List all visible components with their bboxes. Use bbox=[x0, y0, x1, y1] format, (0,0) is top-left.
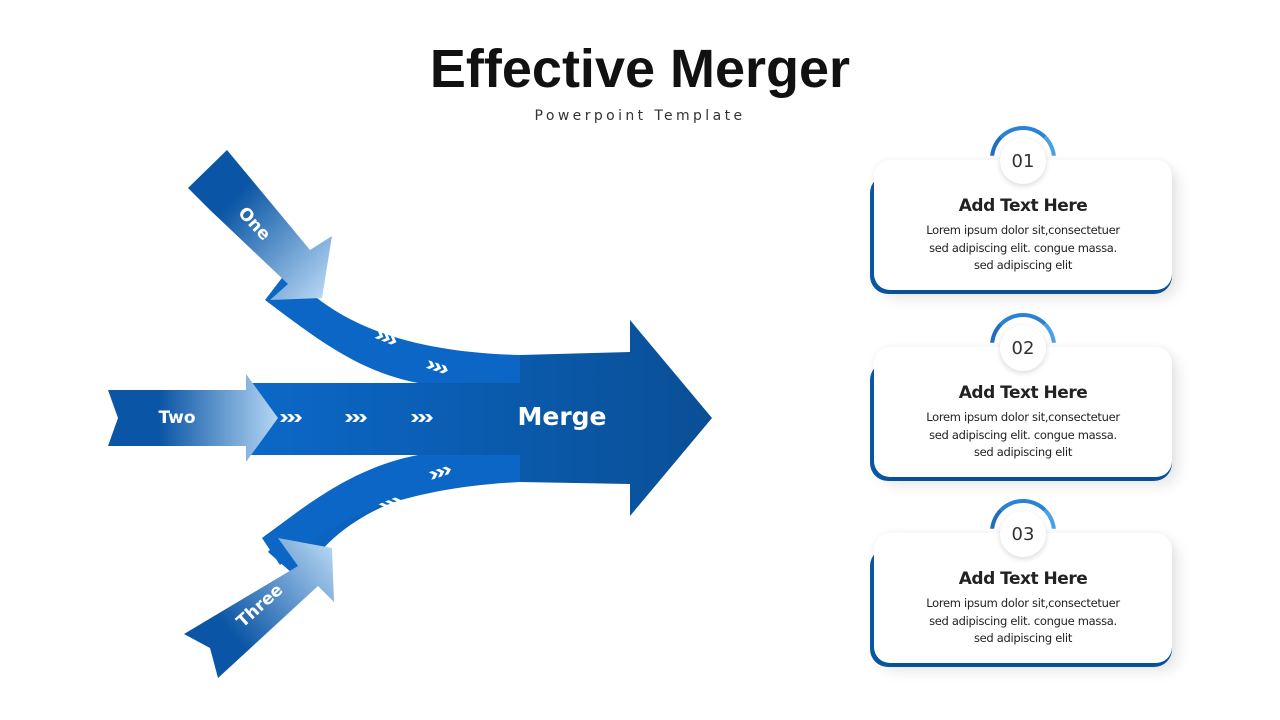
card-line: sed adipiscing elit. congue massa. bbox=[929, 427, 1117, 442]
card-number-badge: 02 bbox=[1000, 325, 1046, 371]
info-card-3: 03 Add Text Here Lorem ipsum dolor sit,c… bbox=[870, 499, 1172, 667]
input-arrow-one: One bbox=[188, 150, 332, 300]
info-card-2: 02 Add Text Here Lorem ipsum dolor sit,c… bbox=[870, 313, 1172, 481]
card-title: Add Text Here bbox=[958, 196, 1088, 216]
page-title: Effective Merger bbox=[429, 39, 851, 99]
card-line: sed adipiscing elit bbox=[973, 445, 1073, 459]
card-title: Add Text Here bbox=[958, 383, 1088, 403]
input-arrow-two-label: Two bbox=[158, 408, 195, 428]
input-arrow-three: Three bbox=[184, 538, 334, 678]
card-line: Lorem ipsum dolor sit,consectetuer bbox=[926, 596, 1120, 610]
card-description: Lorem ipsum dolor sit,consectetuer sed a… bbox=[874, 409, 1172, 462]
card-description: Lorem ipsum dolor sit,consectetuer sed a… bbox=[874, 595, 1172, 648]
card-line: sed adipiscing elit. congue massa. bbox=[929, 613, 1117, 628]
card-title: Add Text Here bbox=[958, 569, 1088, 589]
stream-one bbox=[265, 270, 520, 383]
stream-three bbox=[262, 455, 520, 565]
card-line: Lorem ipsum dolor sit,consectetuer bbox=[926, 223, 1120, 237]
merge-label: Merge bbox=[517, 402, 606, 431]
card-line: sed adipiscing elit bbox=[973, 631, 1073, 645]
card-number-badge: 01 bbox=[1000, 138, 1046, 184]
card-description: Lorem ipsum dolor sit,consectetuer sed a… bbox=[874, 222, 1172, 275]
input-arrow-two: Two bbox=[108, 374, 278, 462]
card-line: sed adipiscing elit bbox=[973, 258, 1073, 272]
card-number-badge: 03 bbox=[1000, 511, 1046, 557]
card-line: sed adipiscing elit. congue massa. bbox=[929, 240, 1117, 255]
page-subtitle: Powerpoint Template bbox=[534, 108, 746, 124]
card-line: Lorem ipsum dolor sit,consectetuer bbox=[926, 410, 1120, 424]
info-card-1: 01 Add Text Here Lorem ipsum dolor sit,c… bbox=[870, 126, 1172, 294]
